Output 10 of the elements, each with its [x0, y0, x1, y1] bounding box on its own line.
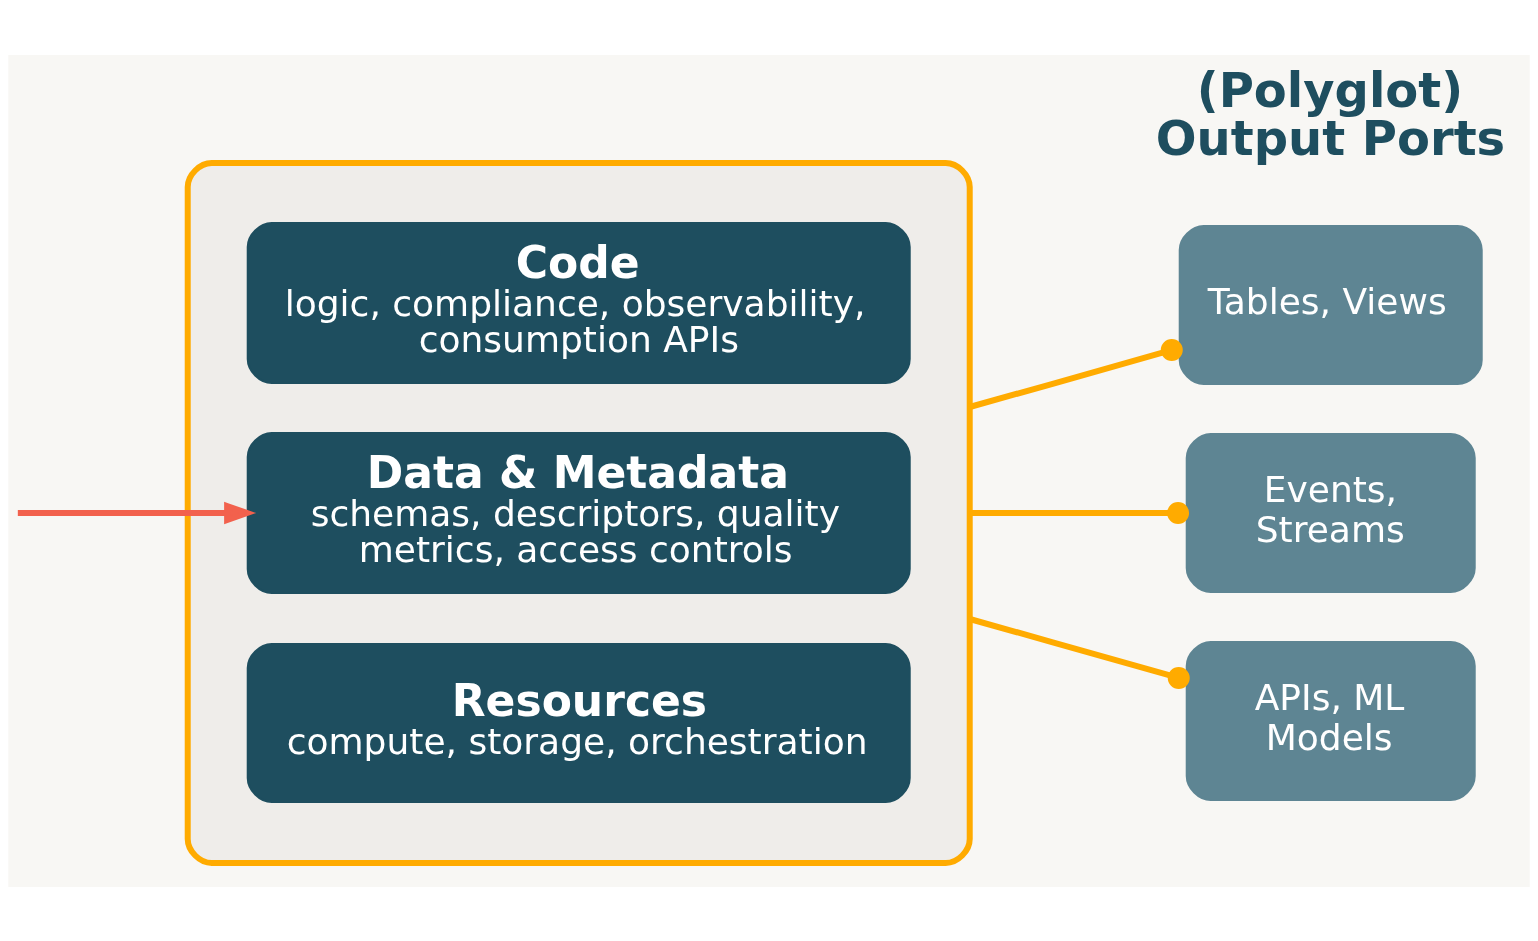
node-box: Code logic, compliance, observability, consumption APIs — [246, 221, 911, 384]
arrow — [17, 501, 257, 524]
node-box: Data & Metadata schemas, descriptors, quality metrics, access controls — [246, 431, 911, 594]
node-box: Events, Streams — [1185, 432, 1476, 593]
node-box: Tables, Views — [1178, 224, 1483, 385]
connector — [969, 501, 1190, 524]
cluster — [184, 159, 973, 866]
label: (Polyglot) Output Ports — [1155, 61, 1506, 166]
node-box: APIs, ML Models — [1185, 640, 1476, 801]
node-box: Resources compute, storage, orchestration — [246, 642, 911, 803]
